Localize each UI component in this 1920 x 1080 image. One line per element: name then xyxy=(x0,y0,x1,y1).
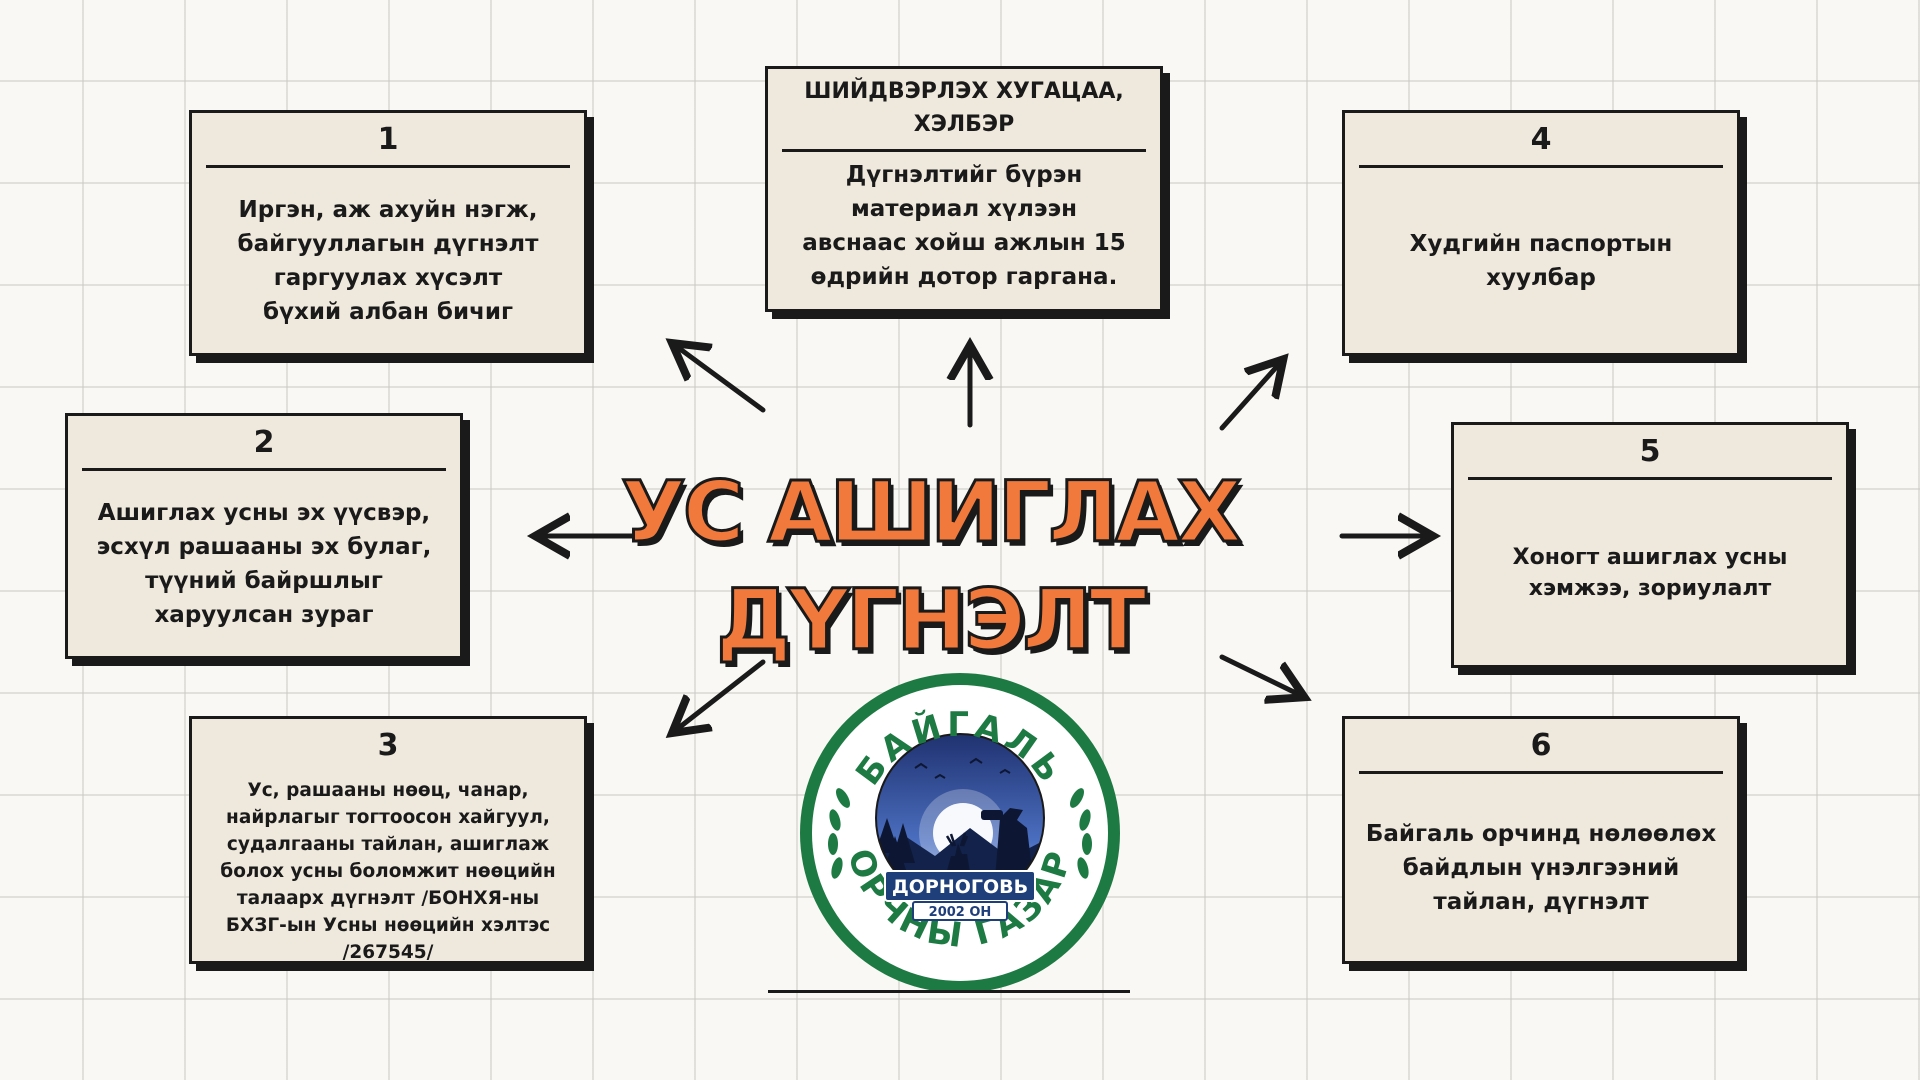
requirement-box-5: 5 Хоногт ашиглах усны хэмжээ, зориулалт xyxy=(1451,422,1849,668)
box-number: 6 xyxy=(1530,728,1552,763)
arrow-to-box-1 xyxy=(676,346,766,413)
requirement-box-4: 4 Худгийн паспортын хуулбар xyxy=(1342,110,1740,356)
box-text: Ус, рашааны нөөц, чанар, найрлагыг тогто… xyxy=(220,780,556,963)
logo-banner-text: ДОРНОГОВЬ xyxy=(892,876,1028,898)
box-number: 4 xyxy=(1530,122,1552,157)
box-divider xyxy=(1359,771,1723,774)
box-number: 5 xyxy=(1639,434,1661,469)
decision-timeframe-box: ШИЙДВЭРЛЭХ ХУГАЦАА, ХЭЛБЭР Дүгнэлтийг бү… xyxy=(765,66,1163,312)
box-divider xyxy=(1468,477,1832,480)
requirement-box-3: 3 Ус, рашааны нөөц, чанар, найрлагыг тог… xyxy=(189,716,587,964)
box-divider xyxy=(1359,165,1723,168)
logo-year-text: 2002 ОН xyxy=(929,905,992,920)
box-text: Ашиглах усны эх үүсвэр, эсхүл рашааны эх… xyxy=(96,499,432,628)
logo-banner: ДОРНОГОВЬ 2002 ОН xyxy=(884,870,1036,921)
requirement-box-2: 2 Ашиглах усны эх үүсвэр, эсхүл рашааны … xyxy=(65,413,463,659)
box-text: Хоногт ашиглах усны хэмжээ, зориулалт xyxy=(1512,544,1788,601)
organization-logo: БАЙГАЛЬ ОРЧНЫ ГАЗАР ДОРНОГОВЬ 2002 ОН xyxy=(800,673,1120,993)
arrow-to-box-6 xyxy=(1219,654,1300,695)
box-number: 1 xyxy=(377,122,399,157)
requirement-box-1: 1 Иргэн, аж ахуйн нэгж, байгууллагын дүг… xyxy=(189,110,587,356)
laurel-right-icon xyxy=(1070,788,1092,879)
arrow-to-box-4 xyxy=(1219,363,1280,431)
box-number: 2 xyxy=(253,425,275,460)
box-number: 3 xyxy=(377,728,399,763)
box-text: Иргэн, аж ахуйн нэгж, байгууллагын дүгнэ… xyxy=(237,196,539,325)
box-divider xyxy=(206,165,570,168)
decision-timeframe-heading: ШИЙДВЭРЛЭХ ХУГАЦАА, ХЭЛБЭР xyxy=(804,79,1124,137)
box-text: Худгийн паспортын хуулбар xyxy=(1409,230,1673,291)
laurel-left-icon xyxy=(828,788,850,879)
decision-timeframe-text: Дүгнэлтийг бүрэн материал хүлээн авснаас… xyxy=(802,162,1126,290)
box-divider xyxy=(782,149,1146,152)
page-title-line-2: ДҮГНЭЛТ xyxy=(715,570,1148,671)
box-text: Байгаль орчинд нөлөөлөх байдлын үнэлгээн… xyxy=(1365,820,1717,915)
page-title-line-1: УС АШИГЛАХ xyxy=(620,462,1244,563)
requirement-box-6: 6 Байгаль орчинд нөлөөлөх байдлын үнэлгэ… xyxy=(1342,716,1740,964)
arrow-to-box-3 xyxy=(676,659,766,730)
box-divider xyxy=(82,468,446,471)
logo-baseline xyxy=(768,990,1130,993)
